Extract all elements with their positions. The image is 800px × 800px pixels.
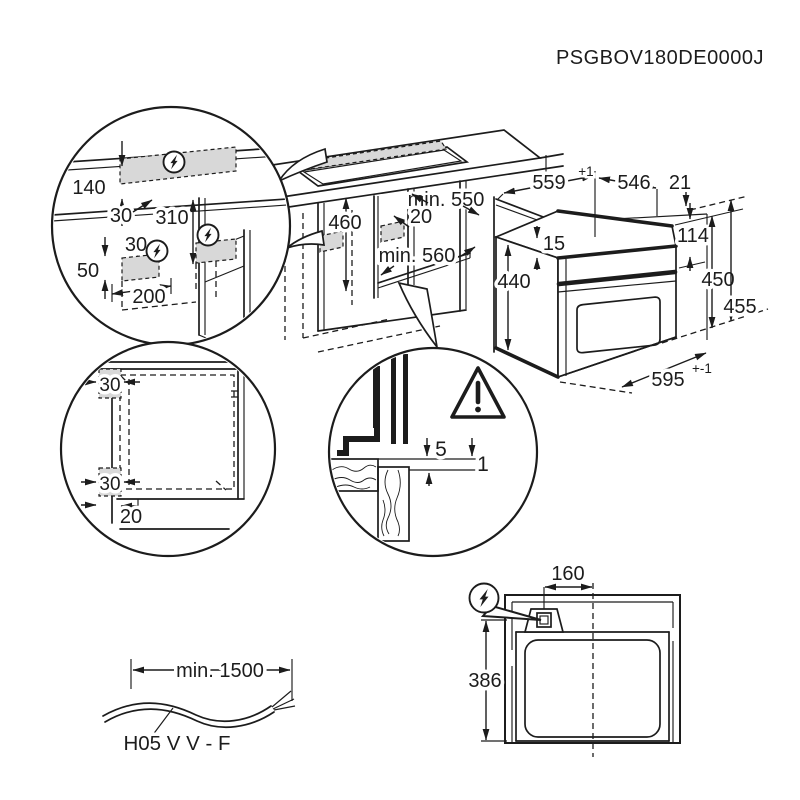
dim-559-tolerance: +1	[578, 164, 593, 179]
cable-type-label: H05 V V - F	[123, 732, 230, 755]
dim-559-label: 559	[532, 172, 565, 194]
dim-595-label: 595	[651, 369, 684, 391]
dim-595-tolerance: +-1	[692, 361, 712, 376]
dim-200-label: 200	[132, 286, 165, 308]
dim-rear-30-bottom-label: 30	[99, 474, 120, 495]
plan-view-drawing: 160 386	[465, 560, 681, 757]
mains-cable-drawing: min. 1500 H05 V V - F	[102, 657, 296, 759]
dim-455-label: 455	[723, 296, 756, 318]
electrical-connection-icon	[196, 223, 220, 247]
dim-440-label: 440	[497, 271, 530, 293]
detail-circle-front-gap: 5 1	[327, 346, 539, 558]
dim-386-label: 386	[468, 670, 501, 692]
dim-15-label: 15	[543, 233, 565, 255]
callout-pointer-bottom	[397, 281, 438, 348]
warning-triangle-icon	[450, 366, 506, 419]
cabinet-wood-section	[331, 458, 410, 542]
dim-21-label: 21	[669, 172, 691, 194]
dim-50-label: 50	[77, 260, 99, 282]
dim-546-label: 546	[617, 172, 650, 194]
dim-gap-5-label: 5	[435, 438, 447, 461]
dim-450-label: 450	[701, 269, 734, 291]
rear-clearance-zone-top	[98, 368, 122, 399]
electrical-connection-icon	[145, 239, 169, 263]
dim-gap-1-label: 1	[477, 453, 489, 476]
dim-160-label: 160	[551, 563, 584, 585]
dim-cable-length-label: min. 1500	[176, 660, 264, 682]
electrical-connection-icon	[162, 150, 186, 174]
dim-30-mid-label: 30	[125, 234, 147, 256]
product-code: PSGBOV180DE0000J	[556, 47, 764, 69]
dim-114-label: 114	[677, 225, 709, 247]
electrical-connection-icon	[468, 582, 542, 621]
detail-circle-electrical-zones: 140 30 310 30 50 200	[50, 105, 292, 347]
dim-rear-30-top-label: 30	[99, 375, 120, 396]
detail-circle-rear-clearance: 30 30 20	[59, 340, 277, 558]
dim-460-label: 460	[328, 212, 361, 234]
dim-min560-label: min. 560	[379, 245, 456, 267]
dim-rear-20-label: 20	[120, 506, 142, 528]
hob-cutout-clearance-zone	[298, 140, 447, 171]
dim-310-label: 310	[155, 207, 188, 229]
oven-drawing: 559 +1 546 21 114 450 455 15 440 595 +-1	[493, 162, 769, 395]
rear-clearance-zone-bottom	[98, 467, 122, 497]
dim-20-label: 20	[410, 206, 432, 228]
dim-30-top-label: 30	[110, 205, 132, 227]
main-cabinet-drawing: 460 min. 550 20 min. 560	[223, 129, 564, 353]
dim-140-label: 140	[72, 177, 105, 199]
